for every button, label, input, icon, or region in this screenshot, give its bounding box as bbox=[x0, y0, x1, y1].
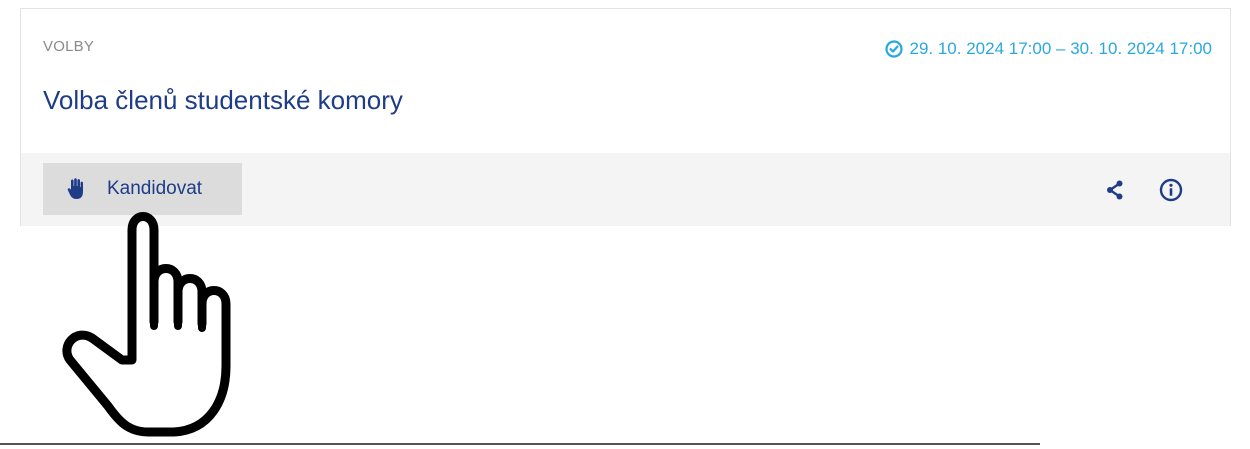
clock-check-icon bbox=[884, 40, 903, 58]
election-card: VOLBY 29. 10. 2024 17:00 – 30. 10. 2024 … bbox=[20, 8, 1231, 226]
card-header: VOLBY 29. 10. 2024 17:00 – 30. 10. 2024 … bbox=[21, 9, 1230, 153]
candidate-button[interactable]: Kandidovat bbox=[43, 163, 242, 215]
info-button[interactable] bbox=[1159, 178, 1183, 202]
card-footer: Kandidovat bbox=[21, 153, 1230, 226]
date-range: 29. 10. 2024 17:00 – 30. 10. 2024 17:00 bbox=[884, 39, 1213, 59]
divider-line bbox=[0, 443, 1040, 445]
raised-hand-icon bbox=[67, 178, 83, 199]
election-title[interactable]: Volba členů studentské komory bbox=[43, 85, 403, 115]
candidate-button-label: Kandidovat bbox=[107, 178, 203, 199]
date-range-text: 29. 10. 2024 17:00 – 30. 10. 2024 17:00 bbox=[909, 39, 1213, 58]
share-button[interactable] bbox=[1103, 178, 1127, 202]
share-icon bbox=[1107, 180, 1123, 200]
pointing-hand-cursor-icon bbox=[62, 212, 231, 437]
category-label: VOLBY bbox=[43, 38, 95, 55]
info-icon bbox=[1159, 178, 1183, 202]
